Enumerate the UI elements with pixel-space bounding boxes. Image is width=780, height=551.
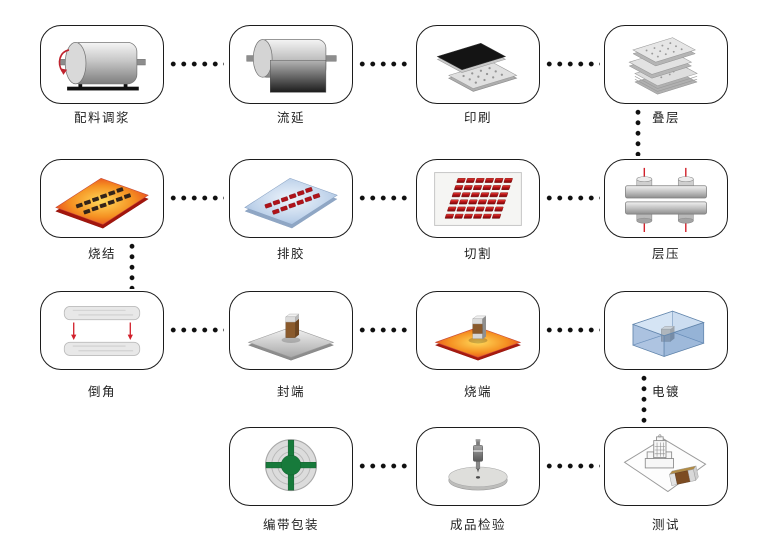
process-label-sintering: 烧结 xyxy=(87,247,116,261)
process-box-testing xyxy=(604,427,728,506)
sintering-plate-icon xyxy=(55,177,149,228)
process-label-chamfering: 倒角 xyxy=(87,385,116,399)
dotted-connector-testing-inspection xyxy=(544,463,600,469)
dotted-connector-lamination-cutting xyxy=(544,195,600,201)
process-label-binder-burnout: 排胶 xyxy=(276,247,305,261)
ball-mill-icon xyxy=(58,41,146,90)
process-label-tape-casting: 流延 xyxy=(276,111,305,125)
dotted-connector-burnout-sintering xyxy=(168,195,224,201)
dotted-connector-printing-stacking xyxy=(544,61,600,67)
process-label-printing: 印刷 xyxy=(463,111,492,125)
dotted-connector-stacking-lamination xyxy=(635,107,641,156)
dotted-connector-plating-testing xyxy=(641,373,647,425)
end-firing-chip-icon xyxy=(434,315,522,360)
casting-roller-icon xyxy=(246,38,337,93)
process-box-binder-burnout xyxy=(229,159,353,238)
chamfer-rollers-icon xyxy=(63,305,141,356)
process-box-final-inspection xyxy=(416,427,540,506)
process-box-mixing xyxy=(40,25,164,104)
process-box-end-firing xyxy=(416,291,540,370)
dicing-grid-icon xyxy=(434,171,522,226)
process-label-plating: 电镀 xyxy=(651,385,680,399)
process-label-termination: 封端 xyxy=(276,385,305,399)
process-box-taping-packaging xyxy=(229,427,353,506)
process-box-chamfering xyxy=(40,291,164,370)
process-box-printing xyxy=(416,25,540,104)
dotted-connector-chamfering-termination xyxy=(168,327,224,333)
inspection-gauge-icon xyxy=(448,438,508,490)
process-label-mixing: 配料调浆 xyxy=(73,111,130,125)
dotted-connector-cutting-burnout xyxy=(357,195,412,201)
dotted-connector-sintering-chamfering xyxy=(129,241,135,289)
process-box-tape-casting xyxy=(229,25,353,104)
dotted-connector-endfiring-plating xyxy=(544,327,600,333)
termination-chip-icon xyxy=(247,313,335,360)
dotted-connector-termination-endfiring xyxy=(357,327,412,333)
process-label-lamination: 层压 xyxy=(651,247,680,261)
process-label-testing: 测试 xyxy=(651,518,680,532)
process-label-stacking: 叠层 xyxy=(651,111,680,125)
process-label-cutting: 切割 xyxy=(463,247,492,261)
process-box-cutting xyxy=(416,159,540,238)
process-box-sintering xyxy=(40,159,164,238)
dotted-connector-casting-printing xyxy=(357,61,412,67)
lamination-press-icon xyxy=(625,167,707,232)
binder-burnout-plate-icon xyxy=(244,177,338,228)
screen-printing-icon xyxy=(436,42,518,92)
sheet-stack-icon xyxy=(628,36,698,94)
process-box-lamination xyxy=(604,159,728,238)
tape-reel-icon xyxy=(264,438,318,491)
testing-station-icon xyxy=(623,433,707,492)
process-box-termination xyxy=(229,291,353,370)
process-label-taping-packaging: 编带包装 xyxy=(262,518,319,532)
dotted-connector-inspection-taping xyxy=(357,463,412,469)
plating-tank-icon xyxy=(631,310,705,357)
process-box-stacking xyxy=(604,25,728,104)
process-label-end-firing: 烧端 xyxy=(463,385,492,399)
dotted-connector-mixing-casting xyxy=(168,61,224,67)
process-label-final-inspection: 成品检验 xyxy=(449,518,506,532)
process-box-plating xyxy=(604,291,728,370)
